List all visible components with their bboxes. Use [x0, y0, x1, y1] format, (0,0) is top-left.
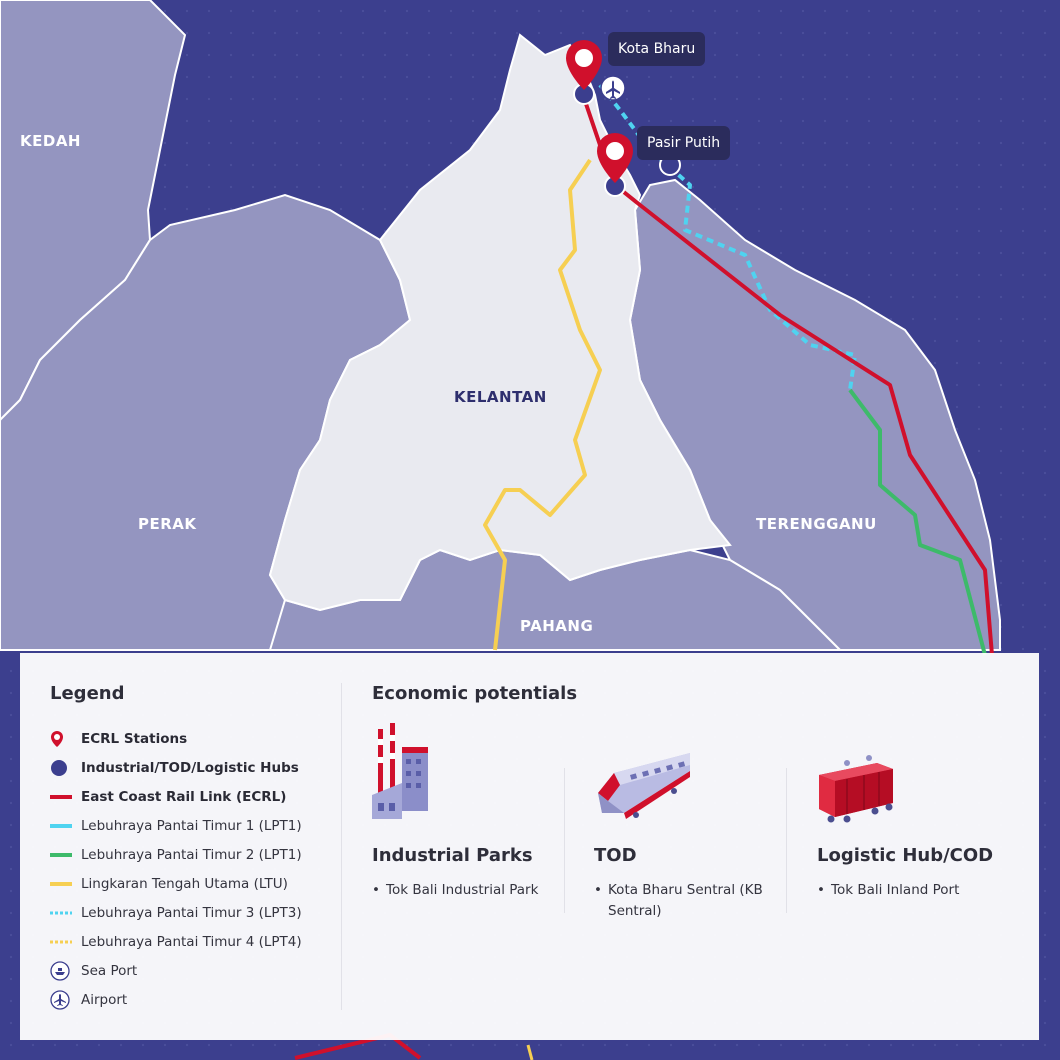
cyan-dotted-line-icon — [50, 903, 72, 923]
legend-label: Airport — [81, 992, 128, 1008]
ship-icon — [50, 961, 72, 981]
econ-col-logistic-hub: Logistic Hub/COD Tok Bali Inland Port — [817, 723, 1017, 901]
freight-wagon-icon — [817, 723, 1017, 833]
station-pin-pasir-putih[interactable] — [597, 133, 633, 183]
label-perak: PERAK — [138, 515, 197, 533]
legend-label: Lingkaran Tengah Utama (LTU) — [81, 876, 288, 892]
legend-label: ECRL Stations — [81, 731, 188, 747]
legend-item-hubs: Industrial/TOD/Logistic Hubs — [50, 758, 299, 778]
airplane-icon — [600, 75, 626, 101]
divider — [564, 768, 565, 913]
econ-heading: Logistic Hub/COD — [817, 845, 994, 866]
legend-label: Lebuhraya Pantai Timur 3 (LPT3) — [81, 905, 302, 921]
station-label-pasir-putih[interactable]: Pasir Putih — [637, 126, 731, 160]
cyan-line-icon — [50, 816, 72, 836]
yellow-dotted-line-icon — [50, 932, 72, 952]
label-pahang: PAHANG — [520, 617, 593, 635]
econ-item: Tok Bali Inland Port — [817, 880, 1017, 901]
hub-dot-icon — [50, 758, 72, 778]
station-pin-icon — [50, 729, 72, 749]
economic-title: Economic potentials — [372, 683, 578, 704]
station-pin-kota-bharu[interactable] — [566, 40, 602, 90]
legend-item-ecrl-stations: ECRL Stations — [50, 729, 187, 749]
factory-icon — [372, 723, 572, 833]
legend-label: Lebuhraya Pantai Timur 1 (LPT1) — [81, 818, 302, 834]
legend-item-ltu: Lingkaran Tengah Utama (LTU) — [50, 874, 288, 894]
legend-label: Lebuhraya Pantai Timur 4 (LPT4) — [81, 934, 302, 950]
legend-item-lpt1: Lebuhraya Pantai Timur 1 (LPT1) — [50, 816, 302, 836]
green-line-icon — [50, 845, 72, 865]
econ-heading: TOD — [594, 845, 637, 866]
label-kedah: KEDAH — [20, 132, 81, 150]
legend-item-ecrl: East Coast Rail Link (ECRL) — [50, 787, 286, 807]
divider — [786, 768, 787, 913]
legend-title: Legend — [50, 683, 125, 704]
legend-label: Industrial/TOD/Logistic Hubs — [81, 760, 299, 776]
info-panel: Legend ECRL Stations Industrial/TOD/Logi… — [20, 653, 1039, 1040]
label-kelantan: KELANTAN — [454, 388, 547, 406]
econ-col-industrial-parks: Industrial Parks Tok Bali Industrial Par… — [372, 723, 572, 901]
station-label-kota-bharu[interactable]: Kota Bharu — [608, 32, 706, 66]
lpt2-route — [848, 388, 987, 656]
legend-label: Sea Port — [81, 963, 138, 979]
red-line-icon — [50, 787, 72, 807]
label-terengganu: TERENGGANU — [756, 515, 877, 533]
legend-label: Lebuhraya Pantai Timur 2 (LPT1) — [81, 847, 302, 863]
econ-item: Tok Bali Industrial Park — [372, 880, 572, 901]
legend-item-lpt3: Lebuhraya Pantai Timur 3 (LPT3) — [50, 903, 302, 923]
airplane-icon — [50, 990, 72, 1010]
ltu-route — [483, 158, 602, 651]
econ-col-tod: TOD Kota Bharu Sentral (KB Sentral) — [594, 723, 794, 922]
train-icon — [594, 723, 794, 833]
legend-label: East Coast Rail Link (ECRL) — [81, 789, 287, 805]
divider — [341, 683, 342, 1010]
legend-item-sea-port: Sea Port — [50, 961, 137, 981]
legend-item-airport: Airport — [50, 990, 127, 1010]
econ-item: Kota Bharu Sentral (KB Sentral) — [594, 880, 794, 922]
legend-item-lpt4: Lebuhraya Pantai Timur 4 (LPT4) — [50, 932, 302, 952]
econ-heading: Industrial Parks — [372, 845, 533, 866]
yellow-line-icon — [50, 874, 72, 894]
legend-item-lpt2: Lebuhraya Pantai Timur 2 (LPT1) — [50, 845, 302, 865]
